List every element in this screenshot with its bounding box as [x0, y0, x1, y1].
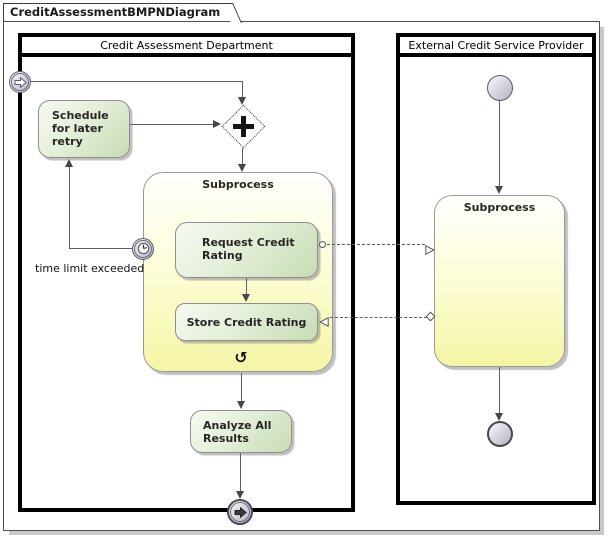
task-label: Request Credit Rating	[202, 236, 295, 262]
timer-boundary-event[interactable]	[132, 238, 154, 260]
link-arrow-filled-icon	[234, 503, 247, 522]
task-label: Schedule for later retry	[52, 109, 109, 148]
sequence-flow-analyze-to-end[interactable]	[240, 453, 241, 493]
subprocess-label: Subprocess	[202, 178, 274, 191]
pool-header-label: External Credit Service Provider	[400, 37, 592, 57]
loop-marker-icon: ↺	[234, 348, 248, 367]
sequence-flow-start-to-gateway[interactable]	[31, 81, 243, 82]
link-arrow-icon	[14, 73, 27, 92]
sequence-flow-subprocess-to-analyze[interactable]	[241, 373, 242, 403]
task-schedule-for-later-retry[interactable]: Schedule for later retry	[38, 100, 130, 158]
sequence-flow-timer-to-schedule-segment	[69, 165, 70, 249]
timer-icon	[137, 240, 150, 259]
task-analyze-all-results[interactable]: Analyze All Results	[190, 410, 292, 453]
sequence-flow-gateway-to-subprocess[interactable]	[242, 148, 243, 165]
task-request-credit-rating[interactable]: Request Credit Rating	[175, 222, 318, 278]
arrowhead-icon	[65, 159, 73, 167]
arrowhead-icon	[238, 164, 246, 172]
message-arrowhead-icon	[318, 312, 329, 331]
sequence-flow-start-to-gateway-segment	[242, 81, 243, 99]
pool-credit-assessment-department[interactable]: Credit Assessment Department	[18, 33, 355, 512]
link-end-event[interactable]	[227, 499, 253, 525]
subprocess-right[interactable]: Subprocess	[434, 195, 565, 367]
task-store-credit-rating[interactable]: Store Credit Rating	[175, 303, 318, 341]
start-event-external[interactable]	[487, 75, 513, 101]
arrowhead-icon	[495, 413, 503, 421]
diagram-title-tab[interactable]: CreditAssessmentBMPNDiagram	[3, 3, 227, 21]
arrowhead-icon	[242, 294, 250, 302]
arrowhead-icon	[236, 491, 244, 499]
arrowhead-icon	[213, 120, 221, 128]
pool-header-label: Credit Assessment Department	[22, 37, 351, 57]
link-start-event[interactable]	[9, 71, 31, 93]
sequence-flow-request-to-store[interactable]	[246, 278, 247, 296]
message-arrowhead-icon	[425, 240, 436, 259]
plus-icon	[241, 116, 246, 137]
message-flow-source-icon	[319, 241, 326, 248]
pool-external-credit-service-provider[interactable]: External Credit Service Provider	[396, 33, 596, 505]
arrowhead-icon	[238, 97, 246, 105]
arrowhead-icon	[495, 186, 503, 194]
arrowhead-icon	[237, 401, 245, 409]
message-flow-request-to-external[interactable]	[327, 244, 425, 245]
task-label: Store Credit Rating	[186, 315, 307, 329]
flow-annotation-time-limit: time limit exceeded	[35, 262, 145, 275]
task-label: Analyze All Results	[203, 419, 272, 445]
sequence-flow-timer-to-schedule[interactable]	[69, 248, 132, 249]
sequence-flow-schedule-to-gateway[interactable]	[130, 124, 218, 125]
subprocess-label: Subprocess	[463, 201, 536, 214]
sequence-flow-externalstart-to-subprocess[interactable]	[499, 101, 500, 187]
end-event-external[interactable]	[487, 421, 513, 447]
message-flow-external-to-store[interactable]	[330, 317, 427, 318]
sequence-flow-subprocess-to-externalend[interactable]	[499, 367, 500, 415]
